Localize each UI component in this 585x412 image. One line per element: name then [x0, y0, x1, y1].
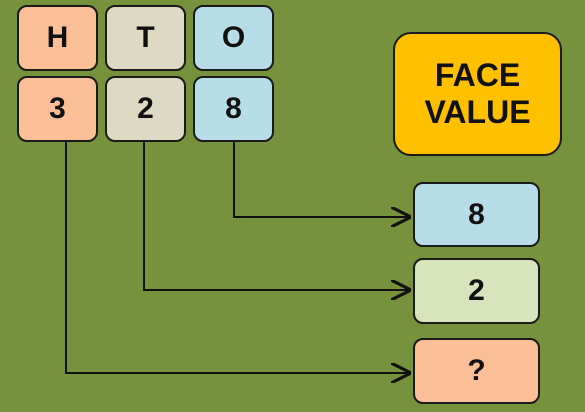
arrow-ones [233, 142, 409, 217]
digit-ones-label: 8 [225, 92, 242, 125]
digit-hundreds: 3 [17, 76, 98, 142]
face-value-title: FACE VALUE [393, 32, 562, 156]
header-ones: O [193, 5, 274, 71]
header-hundreds: H [17, 5, 98, 71]
digit-hundreds-label: 3 [49, 92, 66, 125]
header-ones-label: O [221, 21, 246, 54]
face-value-hundreds: ? [413, 338, 540, 404]
face-value-hundreds-label: ? [467, 354, 486, 387]
arrow-tens [143, 142, 409, 290]
face-value-ones: 8 [413, 182, 540, 247]
face-value-tens-label: 2 [468, 274, 485, 307]
header-tens: T [105, 5, 186, 71]
header-tens-label: T [136, 21, 155, 54]
digit-ones: 8 [193, 76, 274, 142]
face-value-tens: 2 [413, 258, 540, 324]
title-line-2: VALUE [424, 94, 531, 130]
title-line-1: FACE [434, 57, 521, 94]
face-value-ones-label: 8 [468, 197, 485, 231]
arrow-hundreds [65, 142, 409, 373]
header-hundreds-label: H [46, 21, 69, 54]
digit-tens-label: 2 [137, 92, 154, 125]
digit-tens: 2 [105, 76, 186, 142]
